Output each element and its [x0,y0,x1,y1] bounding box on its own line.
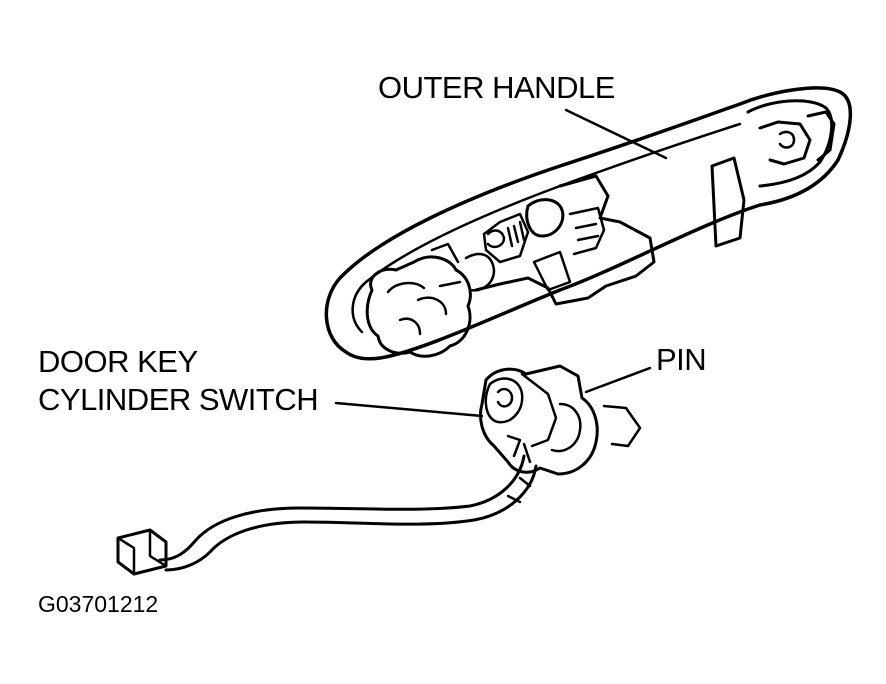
cylinder-switch-leader [334,401,484,418]
door-key-cylinder-switch-drawing [116,364,642,576]
outer-handle-label: OUTER HANDLE [378,70,615,105]
pin-label: PIN [656,342,707,377]
pin-leader [584,366,652,394]
door-key-label-line2: CYLINDER SWITCH [38,382,319,417]
figure-code: G03701212 [38,591,159,617]
outer-handle-drawing [324,86,852,361]
outer-handle-leader [564,108,668,160]
door-key-label-line1: DOOR KEY [38,344,198,379]
